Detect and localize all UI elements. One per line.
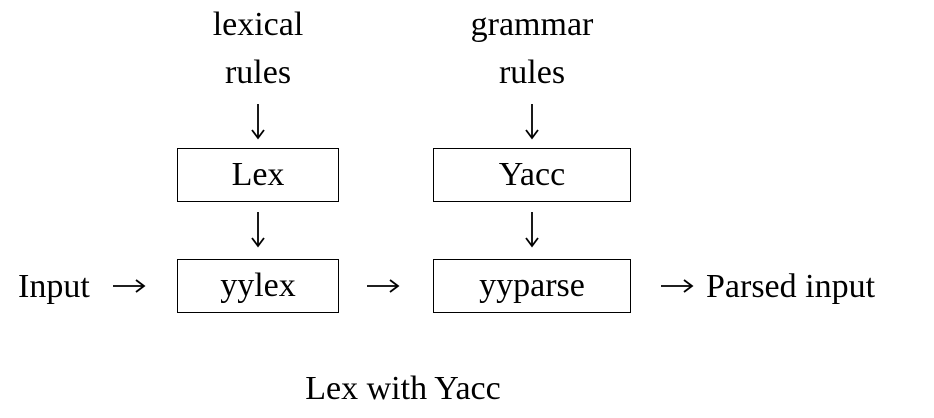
yyparse-box: yyparse bbox=[433, 259, 631, 313]
down-arrow-icon bbox=[251, 212, 265, 248]
yacc-box: Yacc bbox=[433, 148, 631, 202]
yyparse-box-label: yyparse bbox=[479, 267, 585, 304]
diagram-caption: Lex with Yacc bbox=[305, 370, 501, 407]
lexical-rules-label-line1: lexical bbox=[212, 6, 304, 43]
right-arrow-icon bbox=[367, 279, 400, 293]
right-arrow-icon bbox=[113, 279, 146, 293]
grammar-rules-label-line2: rules bbox=[498, 54, 566, 91]
grammar-rules-label-line1: grammar bbox=[470, 6, 594, 43]
down-arrow-icon bbox=[525, 104, 539, 140]
parsed-input-label: Parsed input bbox=[706, 268, 876, 305]
yylex-box-label: yylex bbox=[220, 267, 296, 304]
lexical-rules-label-line2: rules bbox=[224, 54, 292, 91]
down-arrow-icon bbox=[251, 104, 265, 140]
right-arrow-icon bbox=[661, 279, 694, 293]
lex-box-label: Lex bbox=[231, 156, 285, 193]
yylex-box: yylex bbox=[177, 259, 339, 313]
lex-box: Lex bbox=[177, 148, 339, 202]
down-arrow-icon bbox=[525, 212, 539, 248]
yacc-box-label: Yacc bbox=[498, 156, 566, 193]
input-label: Input bbox=[18, 268, 90, 305]
